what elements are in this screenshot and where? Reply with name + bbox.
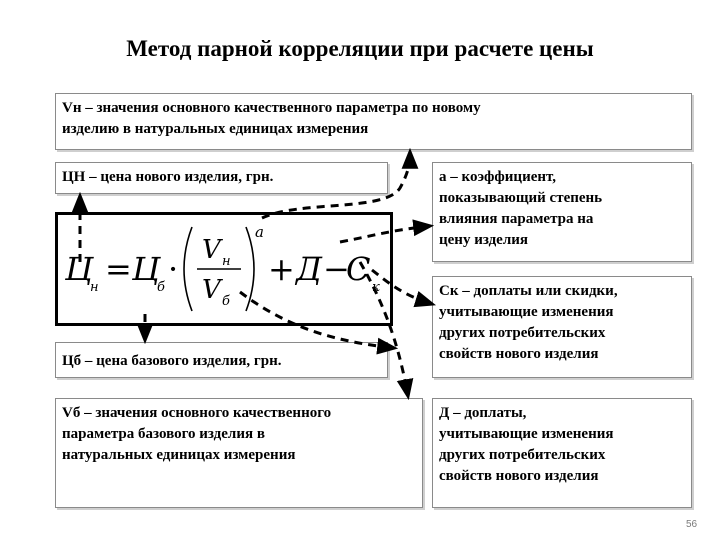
formula-exponent: a	[255, 223, 264, 241]
ck-definition-box: Ск – доплаты или скидки, учитывающие изм…	[432, 276, 692, 378]
formula-box: Ц н = Ц б · V н V б a + Д − С к	[55, 212, 393, 326]
formula-numerator: V	[202, 235, 221, 265]
formula-minus: −	[323, 250, 350, 288]
formula-plus: +	[268, 250, 295, 288]
formula-equals: =	[105, 250, 132, 288]
formula-discount-subscript: к	[372, 280, 380, 295]
formula-denominator-subscript: б	[222, 294, 230, 309]
page-number: 56	[686, 519, 698, 530]
formula-base-price: Ц	[132, 250, 160, 288]
formula-discount: С	[346, 250, 371, 288]
d-definition-box: Д – доплаты, учитывающие изменения други…	[432, 398, 692, 508]
formula-numerator-subscript: н	[222, 254, 231, 269]
formula-denominator: V	[202, 275, 221, 305]
formula-multiply: ·	[168, 250, 179, 288]
formula-surcharge: Д	[296, 250, 323, 288]
cb-definition-box: Цб – цена базового изделия, грн.	[55, 342, 388, 378]
vn-definition-box: Vн – значения основного качественного па…	[55, 93, 692, 150]
cn-definition-box: ЦН – цена нового изделия, грн.	[55, 162, 388, 194]
formula-lhs-subscript: н	[90, 280, 99, 295]
formula-base-price-subscript: б	[157, 280, 165, 295]
slide-title: Метод парной корреляции при расчете цены	[126, 36, 594, 61]
a-definition-box: а – коэффициент, показывающий степень вл…	[432, 162, 692, 262]
vb-definition-box: Vб – значения основного качественного па…	[55, 398, 423, 508]
